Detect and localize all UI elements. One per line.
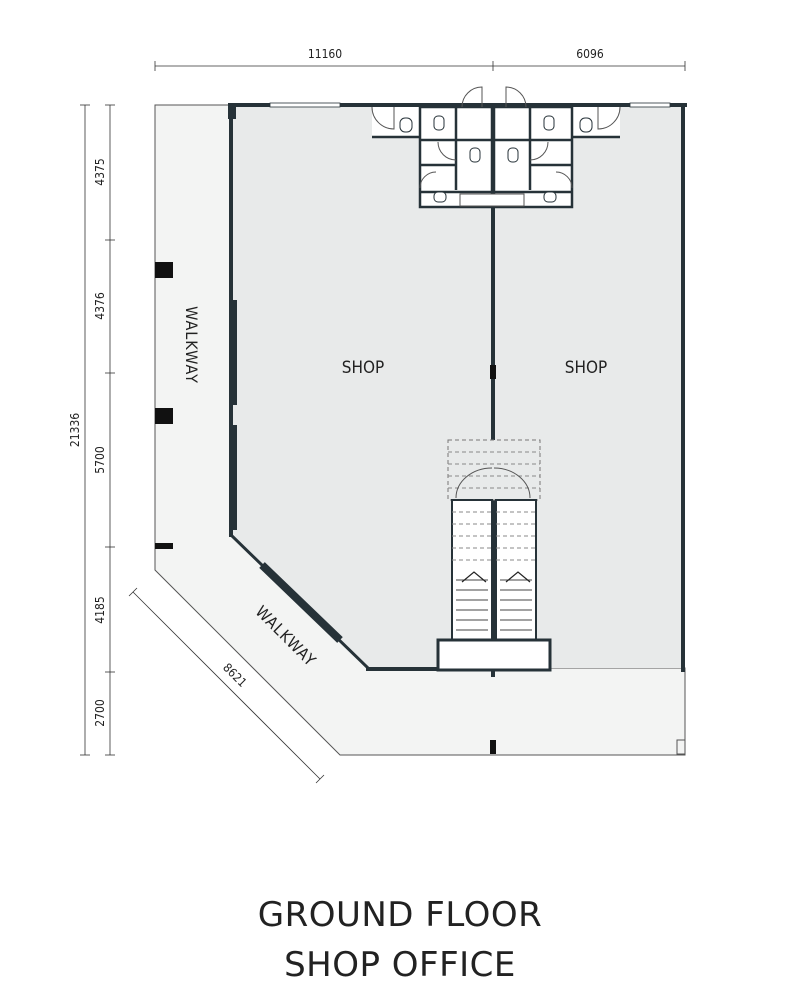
door-swings [371,86,621,189]
column-3 [155,543,173,549]
dim-left-seg-1: 4375 [93,158,107,185]
walkway-side-label: WALKWAY [182,306,201,384]
column-5 [490,365,496,379]
column-1 [155,262,173,278]
left-segment-dimension [105,104,115,756]
side-shopfront-1 [229,300,237,405]
end-post [676,739,686,755]
diagonal-shopfront [259,562,343,643]
dim-left-seg-3: 5700 [93,446,107,474]
dim-diagonal: 8621 [220,661,249,690]
dim-top-2: 6096 [576,47,604,61]
top-windows [269,102,671,108]
toilet-ante-left [372,107,420,137]
left-total-dimension [80,104,90,756]
toilet-walls [372,105,620,209]
toilet-block-right [494,107,572,207]
wall-block-top-left [228,105,236,119]
diagonal-dimension [128,587,325,784]
shop-left-floor [232,107,492,668]
staircase [436,439,552,672]
shop-right-label: SHOP [565,358,607,378]
side-shopfront-2 [229,425,237,530]
title-line-1: GROUND FLOOR [257,895,543,935]
dim-left-seg-5: 2700 [93,699,107,727]
dim-left-total: 21336 [68,413,82,447]
dim-left-seg-2: 4376 [93,292,107,320]
shop-left-label: SHOP [342,358,384,378]
column-2 [155,408,173,424]
floor-plan: SHOP SHOP WALKWAY WALKWAY 11160 6096 213… [68,47,687,784]
dim-top-1: 11160 [308,47,342,61]
title-line-2: SHOP OFFICE [284,945,516,985]
basin-counter [459,193,525,207]
toilet-fixtures [399,115,593,205]
dim-left-seg-4: 4185 [93,596,107,623]
toilet-ante-right [572,107,620,137]
top-dimension [154,61,686,71]
column-4 [490,740,496,754]
